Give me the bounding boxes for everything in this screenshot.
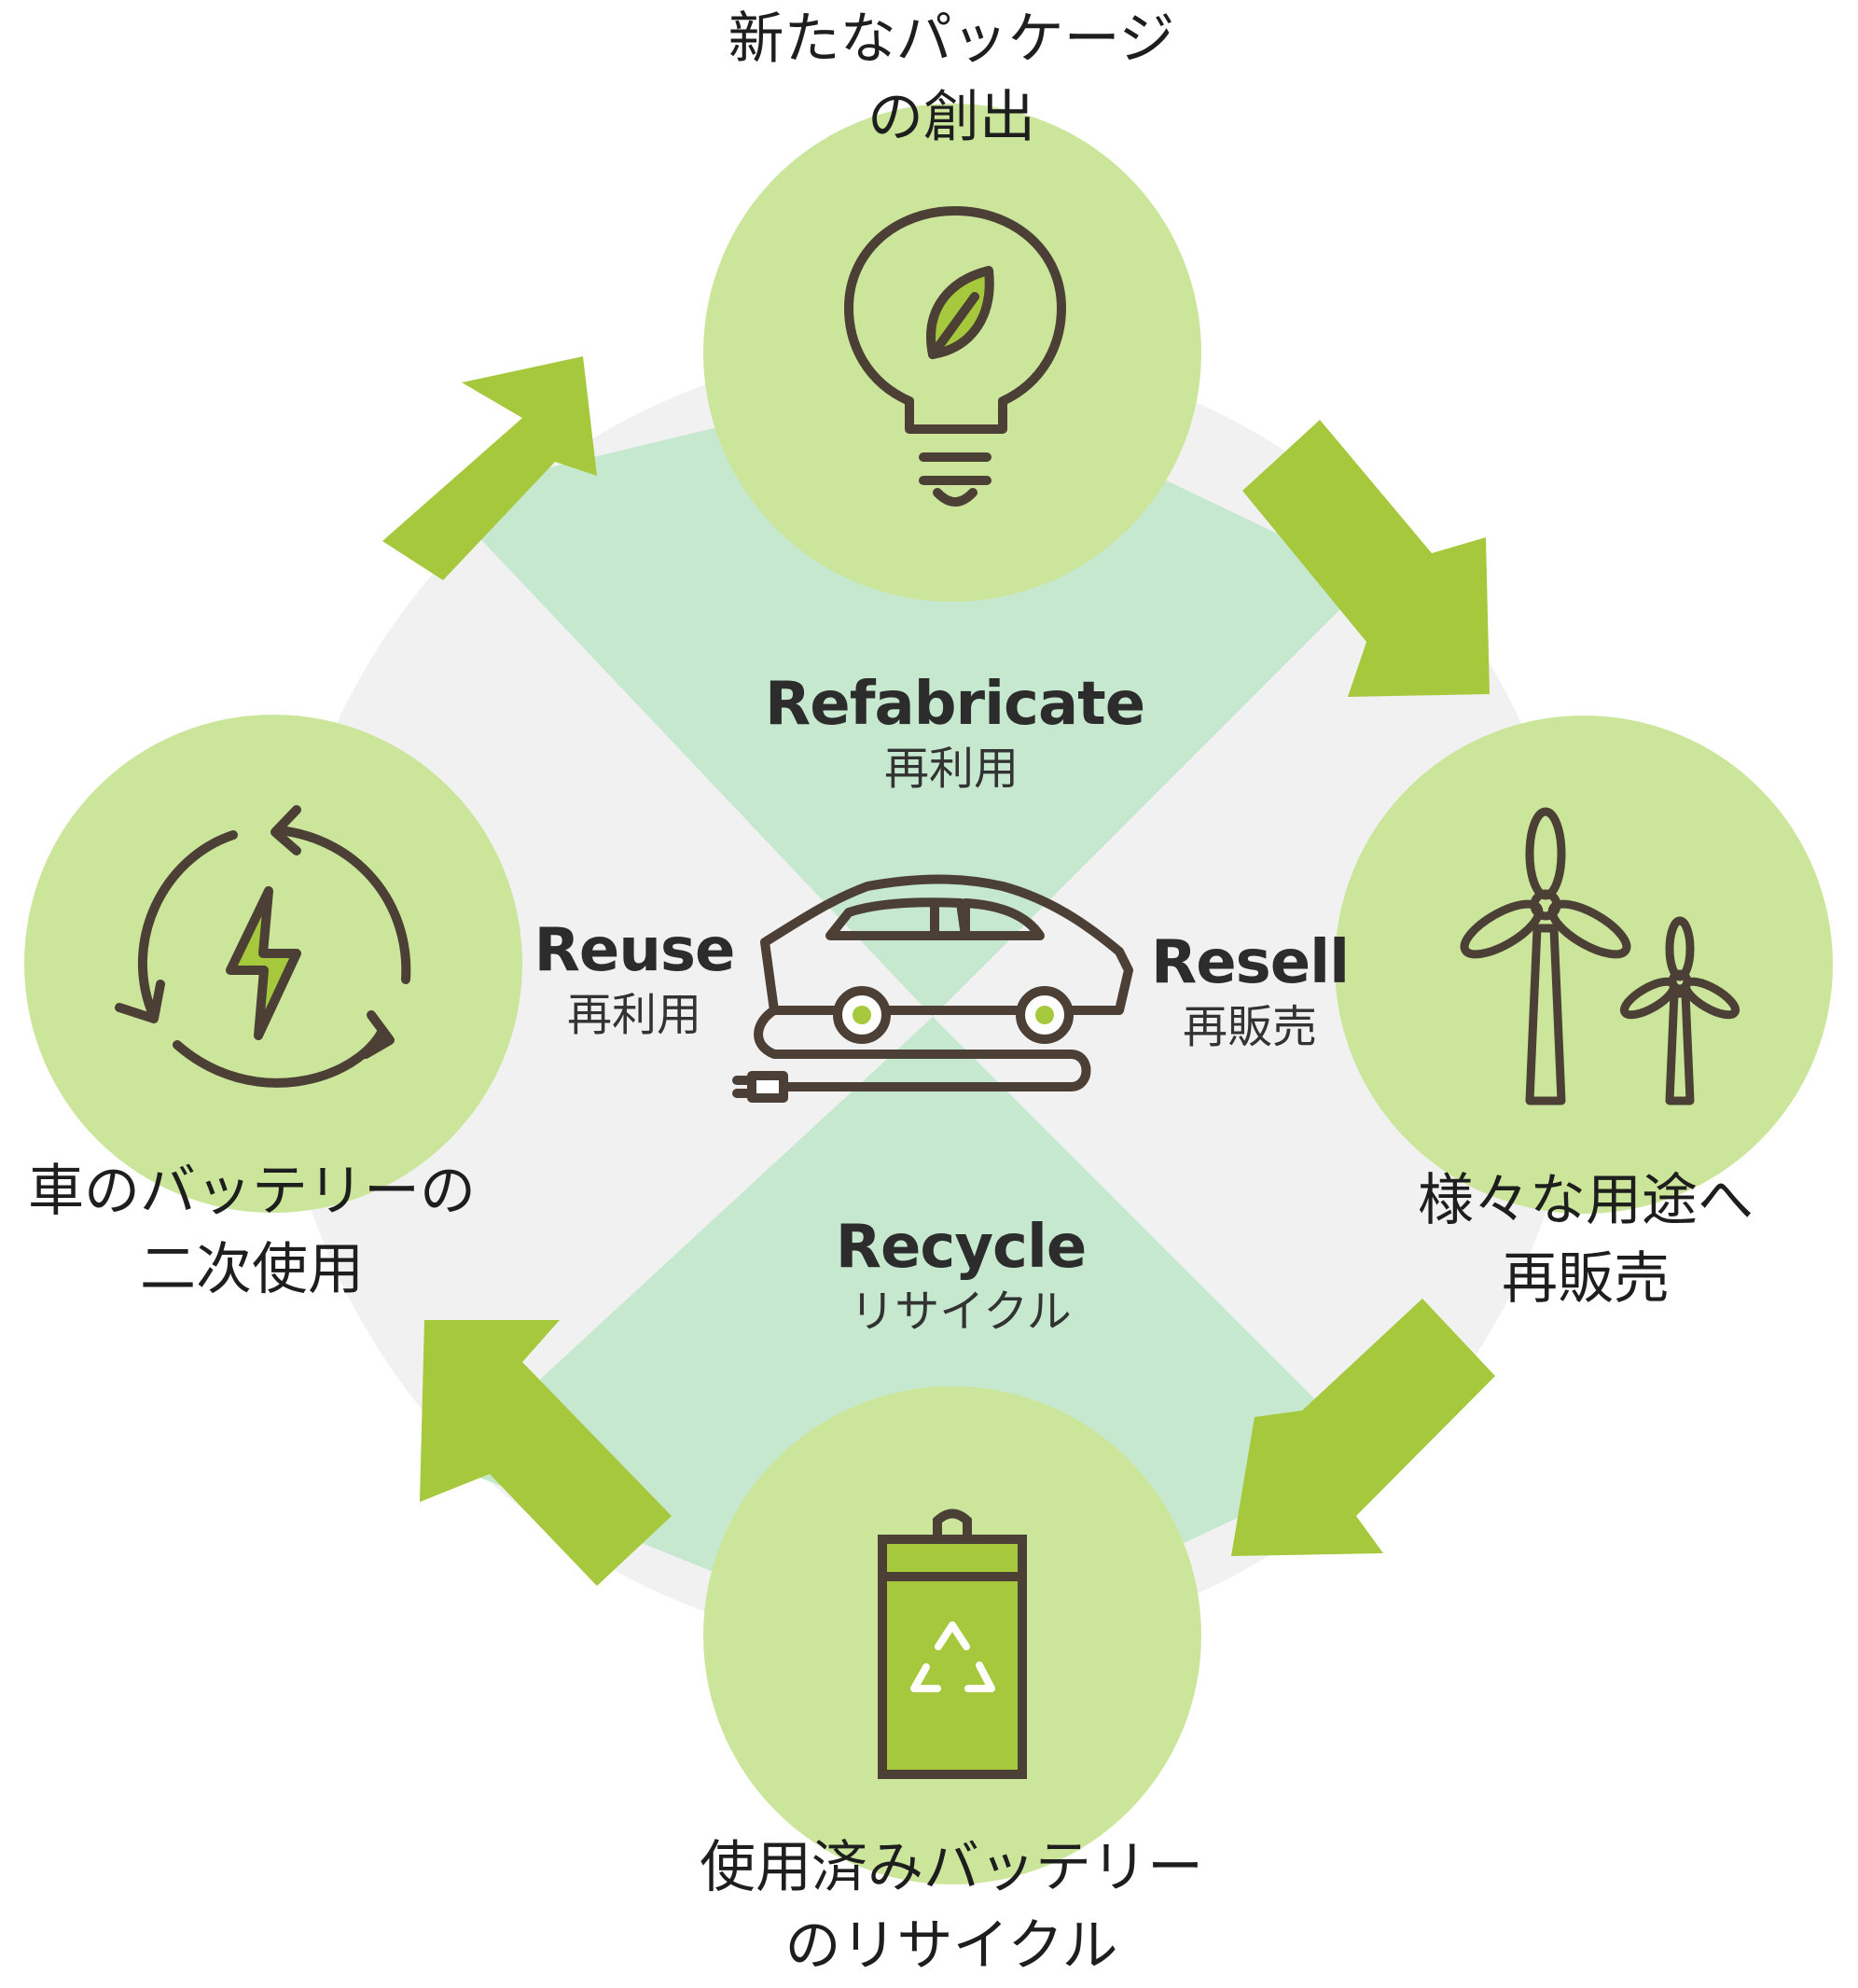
label-refabricate-jp: 再利用 [883,743,1019,795]
node-caption-left-line1: 車のバッテリーの [28,1159,476,1224]
node-caption-left: 車のバッテリーの 二次使用 [0,1152,504,1309]
wind-turbines-icon [1460,807,1740,1105]
node-caption-right-line2: 再販売 [1502,1246,1670,1312]
arrow-bottom-to-left [420,1320,672,1586]
node-caption-right-line1: 様々な用途へ [1418,1168,1754,1233]
arrow-top-to-right [1242,420,1490,697]
node-caption-top-line2: の創出 [867,85,1035,150]
node-caption-top: 新たなパッケージ の創出 [718,0,1185,157]
arrow-left-to-top [382,356,597,580]
node-circle-right [1335,716,1833,1214]
battery-cycle-bolt-icon [115,805,411,1088]
label-recycle-en: Recycle [835,1213,1088,1282]
node-caption-right: 様々な用途へ 再販売 [1380,1161,1791,1318]
node-caption-bottom-line1: 使用済みバッテリー [700,1835,1203,1900]
label-resell-jp: 再販売 [1182,1001,1317,1053]
label-resell-en: Resell [1150,928,1350,997]
label-refabricate-en: Refabricate [765,670,1145,739]
recycle-symbol-icon [910,1621,995,1692]
label-recycle-jp: リサイクル [850,1286,1072,1338]
label-reuse-jp: 再利用 [566,989,701,1041]
label-recycle: Recycle リサイクル [783,1213,1138,1342]
electric-car-icon [732,874,1133,1103]
node-caption-bottom: 使用済みバッテリー のリサイクル [672,1828,1231,1985]
label-reuse: Reuse 再利用 [522,916,746,1045]
node-caption-left-line2: 二次使用 [140,1237,364,1302]
label-refabricate: Refabricate 再利用 [765,670,1145,799]
arrow-right-to-bottom [1231,1299,1495,1556]
lightbulb-leaf-icon [844,206,1066,507]
node-caption-top-line1: 新たなパッケージ [728,7,1175,72]
label-resell: Resell 再販売 [1138,928,1362,1057]
x-band-top [438,373,1371,1017]
label-reuse-en: Reuse [534,916,736,985]
node-caption-bottom-line2: のリサイクル [784,1913,1118,1979]
recycle-battery-icon [878,1508,1027,1779]
